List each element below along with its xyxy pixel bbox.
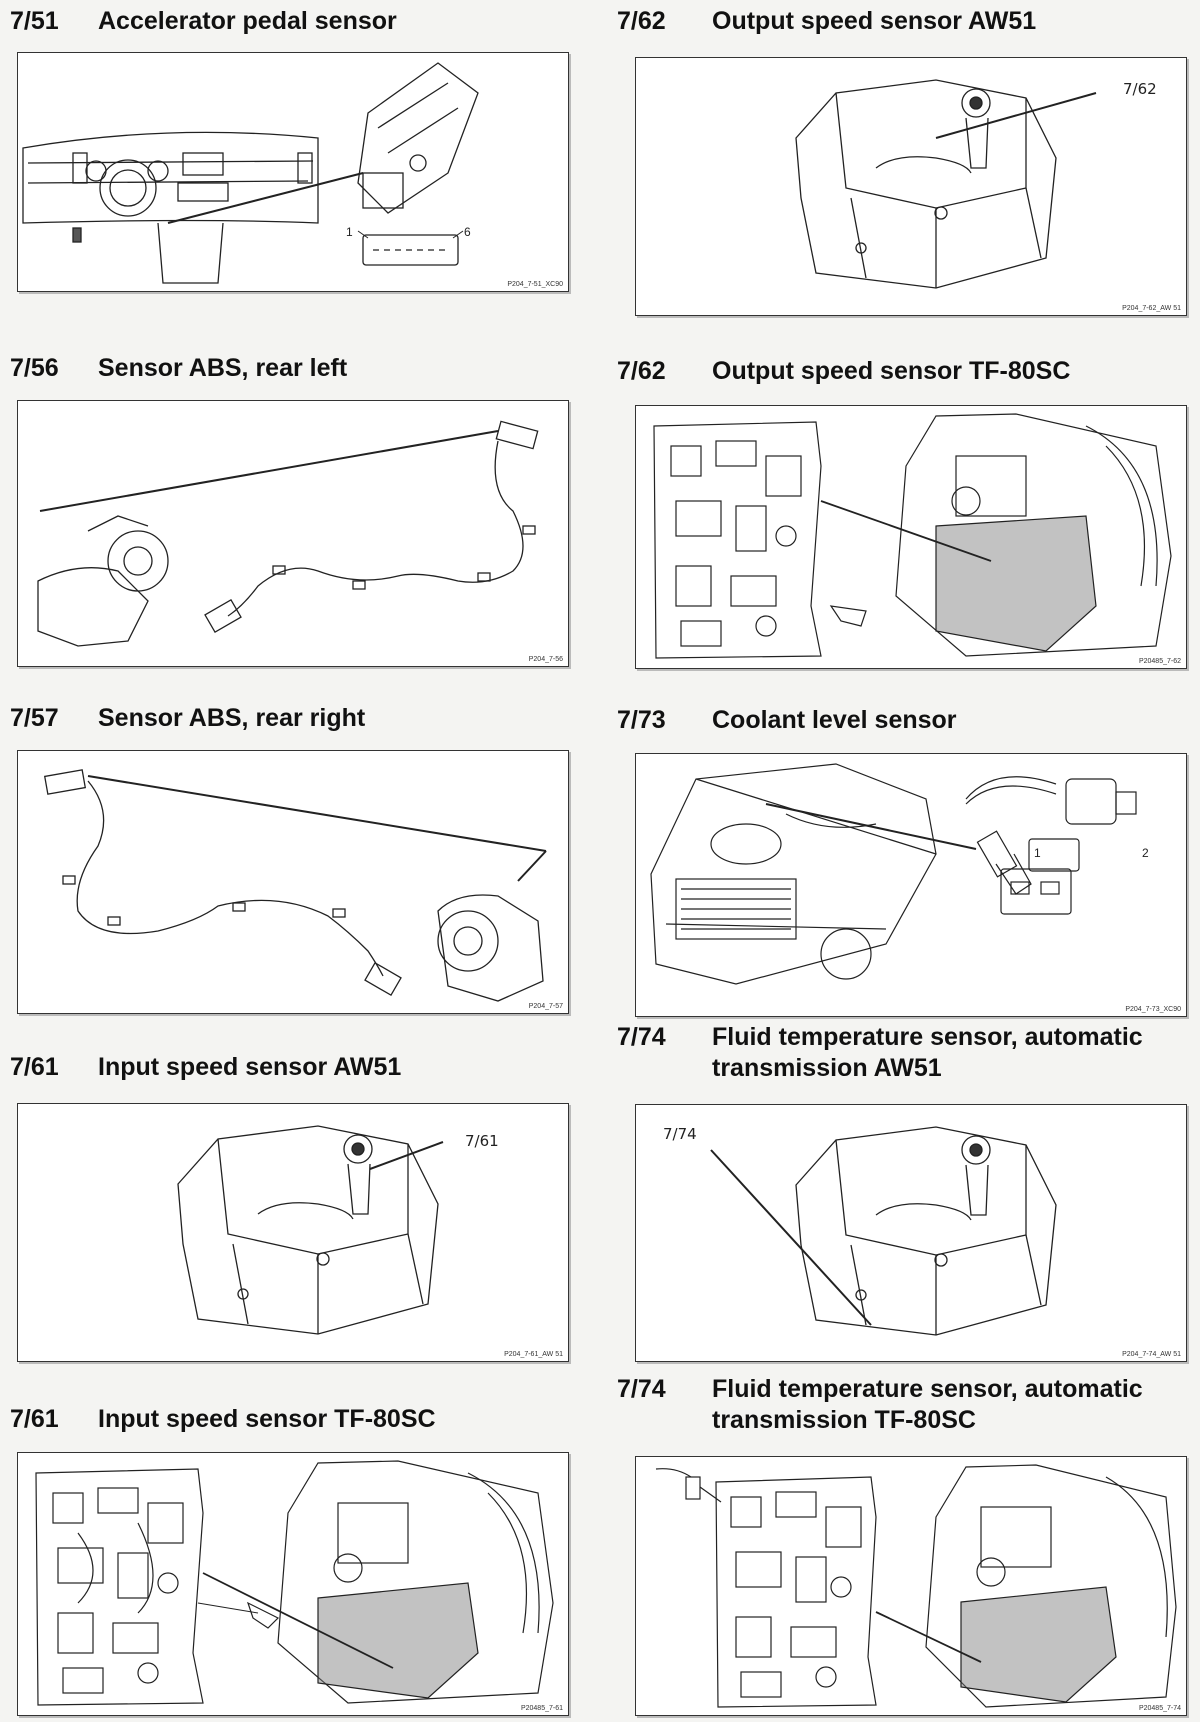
figure-output-speed-sensor-aw51: 7/62 P204_7-62_AW 51 xyxy=(635,57,1187,316)
section-title: Sensor ABS, rear left xyxy=(98,354,348,382)
section-title: Fluid temperature sensor, automatic xyxy=(712,1023,1143,1051)
section-title-line2: transmission TF-80SC xyxy=(712,1406,976,1434)
figure-reference: P204_7-51_XC90 xyxy=(507,281,563,288)
section-code: 7/62 xyxy=(617,357,666,385)
figure-fluid-temperature-sensor-aw51: 7/74 P204_7-74_AW 51 xyxy=(635,1104,1187,1362)
transmission-tf80sc-illustration xyxy=(35,1460,554,1706)
callout-label: 7/62 xyxy=(1123,80,1157,98)
figure-accelerator-pedal-sensor: 1 6 P204_7-51_XC90 xyxy=(17,52,569,292)
pin-label: 6 xyxy=(464,225,471,239)
section-title: Output speed sensor AW51 xyxy=(712,7,1037,35)
figure-reference: P20485_7-62 xyxy=(1138,658,1181,665)
figure-input-speed-sensor-tf80sc: P20485_7-61 xyxy=(17,1452,569,1716)
transmission-tf80sc-illustration xyxy=(655,1464,1177,1708)
section-code: 7/56 xyxy=(10,354,59,382)
callout-label: 7/74 xyxy=(663,1125,697,1143)
abs-left-illustration xyxy=(37,420,539,647)
pin-label: 1 xyxy=(346,225,353,239)
section-code: 7/74 xyxy=(617,1375,666,1403)
section-title: Input speed sensor TF-80SC xyxy=(98,1405,436,1433)
section-code: 7/62 xyxy=(617,7,666,35)
callout-label: 7/61 xyxy=(465,1132,499,1150)
engine-bay-illustration xyxy=(650,763,1137,985)
figure-abs-sensor-rear-right: P204_7-57 xyxy=(17,750,569,1014)
figure-reference: P204_7-74_AW 51 xyxy=(1122,1351,1181,1358)
section-title: Fluid temperature sensor, automatic xyxy=(712,1375,1143,1403)
section-code: 7/51 xyxy=(10,7,59,35)
figure-reference: P204_7-62_AW 51 xyxy=(1122,305,1181,312)
figure-reference: P204_7-57 xyxy=(528,1003,563,1010)
transmission-aw51-illustration xyxy=(710,1126,1057,1336)
pin-label: 2 xyxy=(1142,846,1149,860)
section-title: Coolant level sensor xyxy=(712,706,957,734)
section-code: 7/61 xyxy=(10,1053,59,1081)
section-code: 7/73 xyxy=(617,706,666,734)
section-title-line2: transmission AW51 xyxy=(712,1054,942,1082)
section-title: Output speed sensor TF-80SC xyxy=(712,357,1071,385)
figure-reference: P204_7-73_XC90 xyxy=(1125,1006,1181,1013)
figure-input-speed-sensor-aw51: 7/61 P204_7-61_AW 51 xyxy=(17,1103,569,1362)
dashboard-illustration xyxy=(22,62,479,284)
section-code: 7/74 xyxy=(617,1023,666,1051)
transmission-aw51-illustration xyxy=(177,1125,444,1335)
section-code: 7/61 xyxy=(10,1405,59,1433)
section-title: Input speed sensor AW51 xyxy=(98,1053,402,1081)
transmission-aw51-illustration xyxy=(795,79,1097,289)
figure-abs-sensor-rear-left: P204_7-56 xyxy=(17,400,569,667)
pin-label: 1 xyxy=(1034,846,1041,860)
section-title: Sensor ABS, rear right xyxy=(98,704,366,732)
figure-coolant-level-sensor: 1 2 P204_7-73_XC90 xyxy=(635,753,1187,1017)
section-code: 7/57 xyxy=(10,704,59,732)
transmission-tf80sc-illustration xyxy=(653,413,1172,659)
figure-reference: P204_7-56 xyxy=(528,656,563,663)
figure-reference: P204_7-61_AW 51 xyxy=(504,1351,563,1358)
abs-right-illustration xyxy=(43,769,547,1002)
figure-output-speed-sensor-tf80sc: P20485_7-62 xyxy=(635,405,1187,669)
figure-reference: P20485_7-74 xyxy=(1138,1705,1181,1712)
section-title: Accelerator pedal sensor xyxy=(98,7,397,35)
figure-reference: P20485_7-61 xyxy=(520,1705,563,1712)
figure-fluid-temperature-sensor-tf80sc: P20485_7-74 xyxy=(635,1456,1187,1716)
